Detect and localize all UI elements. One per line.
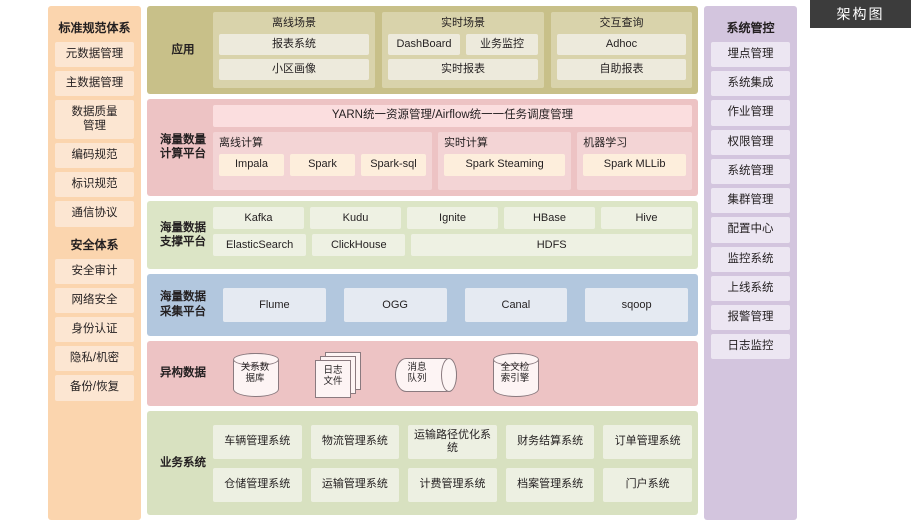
group-title-realtime-compute: 实时计算 (443, 136, 488, 149)
group-title-realtime-scenario: 实时场景 (441, 17, 485, 29)
app-chip-dashboard[interactable]: DashBoard (388, 34, 460, 56)
left-item-communication-protocol[interactable]: 通信协议 (55, 201, 134, 227)
right-item-monitoring-system[interactable]: 监控系统 (711, 246, 790, 272)
right-item-config-center[interactable]: 配置中心 (711, 217, 790, 243)
diagram-title-badge: 架构图 (810, 0, 911, 28)
right-item-permission-management[interactable]: 权限管理 (711, 129, 790, 155)
app-chip-business-monitoring[interactable]: 业务监控 (466, 34, 538, 56)
stacked-documents-icon (315, 351, 361, 398)
left-section-title-standards: 标准规范体系 (58, 21, 131, 35)
biz-chip-vehicle-management[interactable]: 车辆管理系统 (213, 424, 302, 459)
app-chip-self-service-report[interactable]: 自助报表 (557, 59, 686, 81)
left-item-network-security[interactable]: 网络安全 (55, 287, 134, 313)
group-title-interactive-query: 交互查询 (599, 17, 644, 29)
band-label-application: 应用 (171, 43, 195, 56)
collect-chip-canal[interactable]: Canal (464, 287, 568, 322)
support-chip-clickhouse[interactable]: ClickHouse (312, 234, 406, 257)
band-label-support-platform: 海量数据支撑平台 (160, 221, 206, 249)
right-section-title: 系统管控 (726, 21, 775, 35)
app-chip-report-system[interactable]: 报表系统 (219, 34, 369, 56)
search-index-cylinder-icon (493, 352, 539, 397)
biz-chip-financial-settlement[interactable]: 财务结算系统 (505, 424, 595, 459)
band-label-heterogeneous-data: 异构数据 (160, 367, 206, 380)
right-item-log-monitoring[interactable]: 日志监控 (711, 334, 790, 360)
collect-chip-sqoop[interactable]: sqoop (585, 287, 688, 322)
right-item-tracking-management[interactable]: 埋点管理 (711, 42, 790, 68)
right-item-job-management[interactable]: 作业管理 (711, 100, 790, 126)
biz-chip-logistics-management[interactable]: 物流管理系统 (310, 424, 400, 459)
band-label-business-systems: 业务系统 (160, 457, 206, 470)
left-sidebar-standards-security: 标准规范体系 元数据管理 主数据管理 数据质量管理 编码规范 标识规范 通信协议… (48, 6, 141, 520)
right-item-cluster-management[interactable]: 集群管理 (711, 188, 790, 214)
left-item-backup-recovery[interactable]: 备份/恢复 (55, 375, 134, 401)
group-title-offline-compute: 离线计算 (219, 136, 263, 149)
band-label-compute-platform: 海量数量计算平台 (160, 134, 206, 161)
support-chip-ignite[interactable]: Ignite (407, 207, 498, 230)
collect-chip-flume[interactable]: Flume (223, 287, 326, 322)
support-chip-elasticsearch[interactable]: ElasticSearch (213, 234, 307, 257)
band-business-systems: 业务系统 车辆管理系统 物流管理系统 运输路径优化系统 财务结算系统 订单管理系… (147, 411, 698, 516)
hetero-item-relational-database[interactable]: 关系数据库 (227, 350, 283, 398)
compute-chip-spark-mllib[interactable]: Spark MLLib (583, 153, 686, 176)
support-chip-hive[interactable]: Hive (601, 207, 692, 230)
left-item-metadata-management[interactable]: 元数据管理 (55, 42, 134, 68)
hetero-item-message-queue[interactable]: 消息队列 (395, 350, 459, 398)
compute-chip-spark-streaming[interactable]: Spark Steaming (443, 153, 566, 176)
compute-chip-spark[interactable]: Spark (289, 153, 355, 176)
biz-chip-route-optimization[interactable]: 运输路径优化系统 (408, 424, 497, 459)
group-realtime-scenario: 实时场景 DashBoard 业务监控 实时报表 (382, 12, 544, 88)
band-application: 应用 离线场景 报表系统 小区画像 实时场景 DashBoard 业务监控 实时… (147, 6, 698, 94)
biz-chip-portal-system[interactable]: 门户系统 (603, 467, 692, 502)
band-collection-platform: 海量数据采集平台 Flume OGG Canal sqoop (147, 273, 698, 336)
biz-chip-billing-management[interactable]: 计费管理系统 (408, 467, 497, 502)
left-item-security-audit[interactable]: 安全审计 (55, 258, 134, 284)
left-item-privacy-confidential[interactable]: 隐私/机密 (55, 346, 134, 372)
compute-chip-impala[interactable]: Impala (219, 153, 284, 176)
band-heterogeneous-data: 异构数据 关系数据库 日志文件 消息队列 全文检索引擎 (147, 340, 698, 407)
group-title-offline-scenario: 离线场景 (272, 17, 316, 29)
app-chip-adhoc[interactable]: Adhoc (557, 34, 686, 56)
support-chip-hbase[interactable]: HBase (504, 207, 595, 230)
support-chip-kudu[interactable]: Kudu (310, 207, 401, 230)
left-item-coding-standards[interactable]: 编码规范 (55, 142, 134, 169)
message-queue-icon (395, 357, 457, 392)
group-offline-scenario: 离线场景 报表系统 小区画像 (213, 12, 375, 88)
band-support-platform: 海量数据支撑平台 Kafka Kudu Ignite HBase Hive El… (147, 201, 698, 269)
database-cylinder-icon (233, 352, 279, 397)
band-compute-platform: 海量数量计算平台 YARN统一资源管理/Airflow统一一任务调度管理 离线计… (147, 98, 698, 197)
group-offline-compute: 离线计算 Impala Spark Spark-sql (213, 131, 432, 191)
support-chip-hdfs[interactable]: HDFS (411, 234, 692, 257)
left-item-identity-authentication[interactable]: 身份认证 (55, 316, 134, 343)
right-sidebar-system-management: 系统管控 埋点管理 系统集成 作业管理 权限管理 系统管理 集群管理 配置中心 … (704, 6, 797, 520)
right-item-release-system[interactable]: 上线系统 (711, 275, 790, 301)
band-label-collection-platform: 海量数据采集平台 (160, 291, 206, 318)
support-chip-kafka[interactable]: Kafka (213, 207, 304, 230)
right-item-alarm-management[interactable]: 报警管理 (711, 304, 790, 331)
hetero-item-log-files[interactable]: 日志文件 (311, 350, 367, 398)
compute-chip-spark-sql[interactable]: Spark-sql (360, 153, 426, 176)
main-layer-stack: 应用 离线场景 报表系统 小区画像 实时场景 DashBoard 业务监控 实时… (147, 6, 698, 520)
right-item-system-management[interactable]: 系统管理 (711, 158, 790, 185)
compute-banner-yarn-airflow[interactable]: YARN统一资源管理/Airflow统一一任务调度管理 (213, 104, 692, 127)
left-item-master-data-management[interactable]: 主数据管理 (55, 71, 134, 97)
app-chip-community-profile[interactable]: 小区画像 (219, 59, 369, 81)
group-realtime-compute: 实时计算 Spark Steaming (437, 131, 572, 191)
group-machine-learning: 机器学习 Spark MLLib (577, 131, 692, 191)
biz-chip-warehouse-management[interactable]: 仓储管理系统 (213, 467, 302, 502)
right-item-system-integration[interactable]: 系统集成 (711, 71, 790, 97)
group-interactive-query: 交互查询 Adhoc 自助报表 (551, 12, 692, 88)
left-section-title-security: 安全体系 (70, 237, 119, 252)
biz-chip-order-management[interactable]: 订单管理系统 (603, 424, 692, 459)
biz-chip-transport-management[interactable]: 运输管理系统 (310, 467, 400, 502)
left-item-data-quality-management[interactable]: 数据质量管理 (55, 100, 134, 139)
hetero-item-fulltext-search-engine[interactable]: 全文检索引擎 (487, 350, 543, 398)
app-chip-realtime-report[interactable]: 实时报表 (388, 59, 538, 81)
biz-chip-archive-management[interactable]: 档案管理系统 (505, 467, 595, 502)
group-title-machine-learning: 机器学习 (583, 136, 628, 149)
collect-chip-ogg[interactable]: OGG (343, 287, 447, 322)
left-item-identification-standards[interactable]: 标识规范 (55, 172, 134, 198)
